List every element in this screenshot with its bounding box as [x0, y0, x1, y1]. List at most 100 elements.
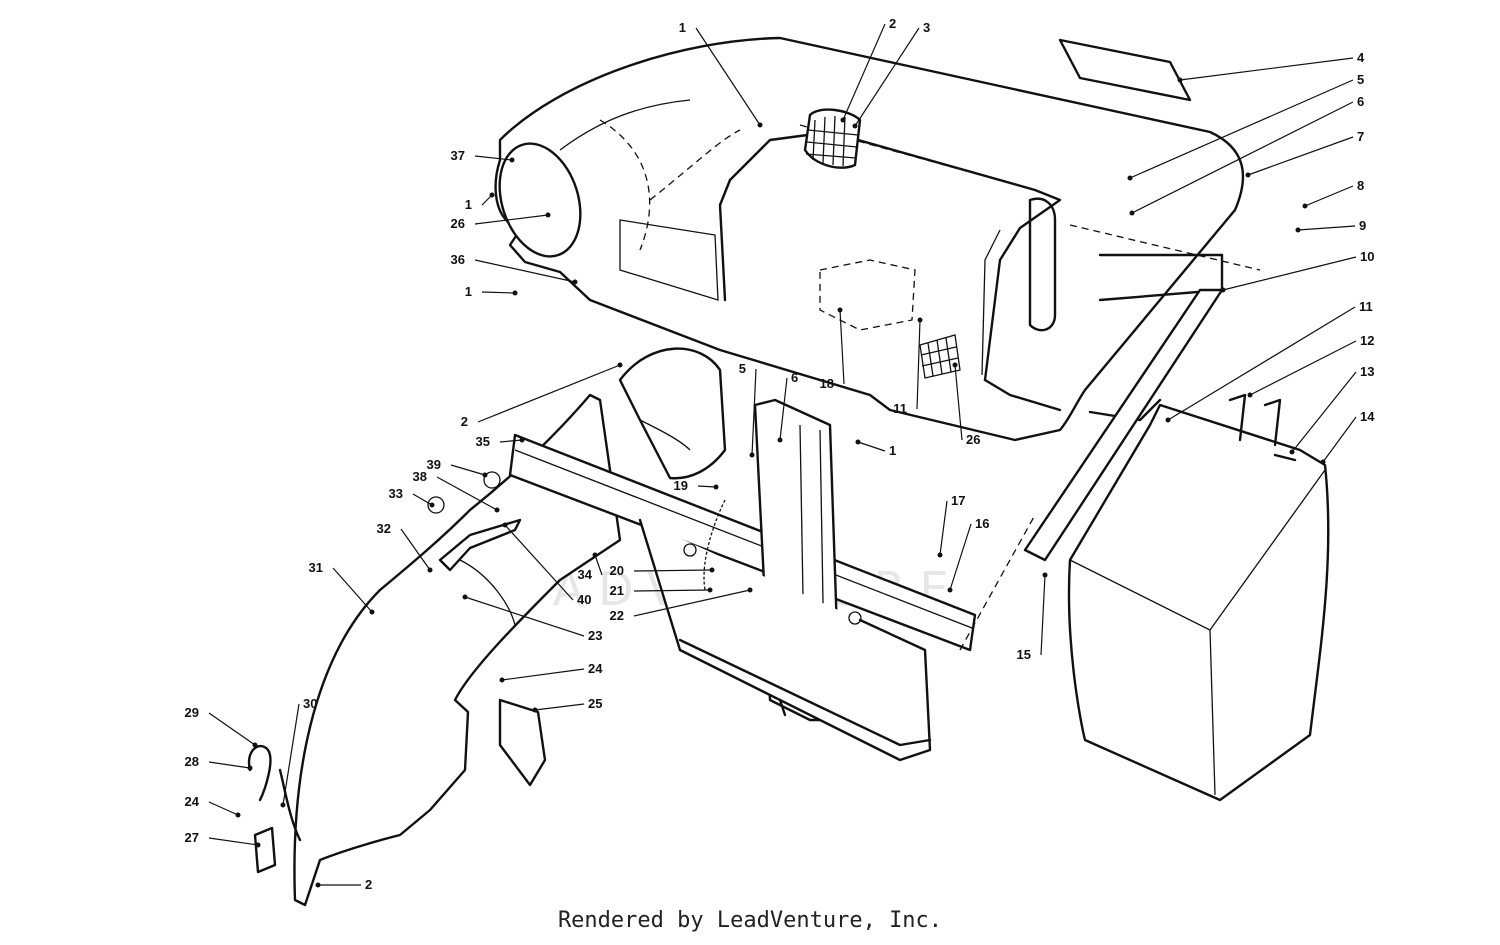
leader-line-c11b	[916, 319, 921, 410]
leader-tip-c16	[947, 587, 953, 593]
leader-line-c21	[633, 589, 711, 592]
part-number-c24b: 24	[185, 794, 200, 809]
part-number-c20: 20	[610, 563, 624, 578]
leader-tip-c5b	[749, 452, 755, 458]
part-number-c14: 14	[1360, 409, 1375, 424]
leader-line-c9	[1297, 225, 1356, 231]
leader-line-c29	[208, 712, 256, 746]
part-number-c12: 12	[1360, 333, 1374, 348]
part-number-c32: 32	[377, 521, 391, 536]
part-number-c23: 23	[588, 628, 602, 643]
leader-tip-c24b	[235, 812, 241, 818]
leader-line-c5b	[751, 368, 757, 456]
leader-tip-c19	[713, 484, 719, 490]
leader-tip-c23	[462, 594, 468, 600]
leader-line-c5a	[1129, 79, 1354, 179]
leader-tip-c5a	[1127, 175, 1133, 181]
leader-line-c24b	[208, 801, 239, 816]
leader-tip-c6b	[777, 437, 783, 443]
part-number-c9: 9	[1359, 218, 1366, 233]
part-number-c1b: 1	[465, 197, 472, 212]
hinge-slot	[819, 259, 916, 331]
leader-tip-c1a	[757, 122, 763, 128]
leader-line-c40	[504, 524, 574, 601]
leader-tip-c30	[280, 802, 286, 808]
part-number-c22: 22	[610, 608, 624, 623]
leader-tip-c39	[482, 472, 488, 478]
chute-sleeve	[618, 347, 727, 480]
leader-line-c39	[450, 464, 486, 476]
leader-line-c2a	[842, 23, 886, 121]
part-number-c1d: 1	[889, 443, 896, 458]
leader-tip-c15	[1042, 572, 1048, 578]
leader-line-c17	[939, 500, 948, 556]
discharge-chute	[247, 347, 727, 907]
part-number-c8: 8	[1357, 178, 1364, 193]
leader-tip-c8	[1302, 203, 1308, 209]
part-number-c21: 21	[610, 583, 624, 598]
leader-tip-c40	[502, 522, 508, 528]
leader-tip-c2a	[840, 117, 846, 123]
leader-line-c37	[474, 155, 513, 161]
leader-tip-c3	[852, 123, 858, 129]
part-number-c34: 34	[578, 567, 593, 582]
leader-line-c34	[594, 554, 603, 576]
leader-tip-c36	[572, 279, 578, 285]
leader-tip-c12	[1247, 392, 1253, 398]
leader-tip-c21	[707, 587, 713, 593]
part-number-c33: 33	[389, 486, 403, 501]
leader-line-c16	[949, 523, 972, 591]
part-number-c38: 38	[413, 469, 427, 484]
part-number-c26b: 26	[966, 432, 980, 447]
leader-line-c32	[400, 528, 431, 571]
leader-line-c1a	[695, 27, 761, 126]
part-number-c1c: 1	[465, 284, 472, 299]
hood-screen	[919, 334, 961, 379]
leader-line-c33	[412, 493, 433, 506]
part-number-c7: 7	[1357, 129, 1364, 144]
part-number-c5a: 5	[1357, 72, 1364, 87]
leader-tip-c10	[1220, 287, 1226, 293]
leader-tip-c2c	[315, 882, 321, 888]
leader-tip-c14	[1320, 459, 1326, 465]
leader-tip-c1c	[512, 290, 518, 296]
leader-tip-c26b	[952, 362, 958, 368]
leader-tip-c24a	[499, 677, 505, 683]
pin-20	[683, 543, 697, 557]
leader-line-c4	[1179, 57, 1354, 81]
decal-plate	[1058, 38, 1192, 102]
leader-line-c20	[633, 569, 713, 572]
leader-tip-c29	[252, 742, 258, 748]
leader-line-c26a	[474, 214, 549, 225]
leader-tip-c17	[937, 552, 943, 558]
leader-tip-c6a	[1129, 210, 1135, 216]
leader-line-c8	[1304, 185, 1354, 207]
spring-clip	[247, 744, 272, 802]
part-number-c39: 39	[427, 457, 441, 472]
leader-line-c36	[474, 259, 576, 283]
leader-tip-c27	[255, 842, 261, 848]
leader-line-c3	[854, 27, 920, 127]
leader-tip-c34	[592, 552, 598, 558]
part-number-c28: 28	[185, 754, 199, 769]
leader-line-c22	[633, 589, 751, 617]
leader-line-c30	[282, 703, 300, 806]
chute-handle	[438, 518, 522, 572]
part-number-c29: 29	[185, 705, 199, 720]
leader-line-c25	[534, 703, 585, 711]
part-number-c36: 36	[451, 252, 465, 267]
part-number-c6a: 6	[1357, 94, 1364, 109]
leader-line-c31	[332, 567, 373, 613]
catcher-bag	[1067, 393, 1330, 802]
part-number-c16: 16	[975, 516, 989, 531]
inlet-port	[498, 142, 582, 258]
leader-tip-c18	[837, 307, 843, 313]
leader-tip-c32	[427, 567, 433, 573]
leader-line-c2b	[477, 364, 621, 423]
leader-line-c6b	[779, 377, 788, 441]
leader-line-c1d	[857, 441, 886, 452]
leader-tip-c33	[429, 502, 435, 508]
leader-tip-c25	[532, 707, 538, 713]
